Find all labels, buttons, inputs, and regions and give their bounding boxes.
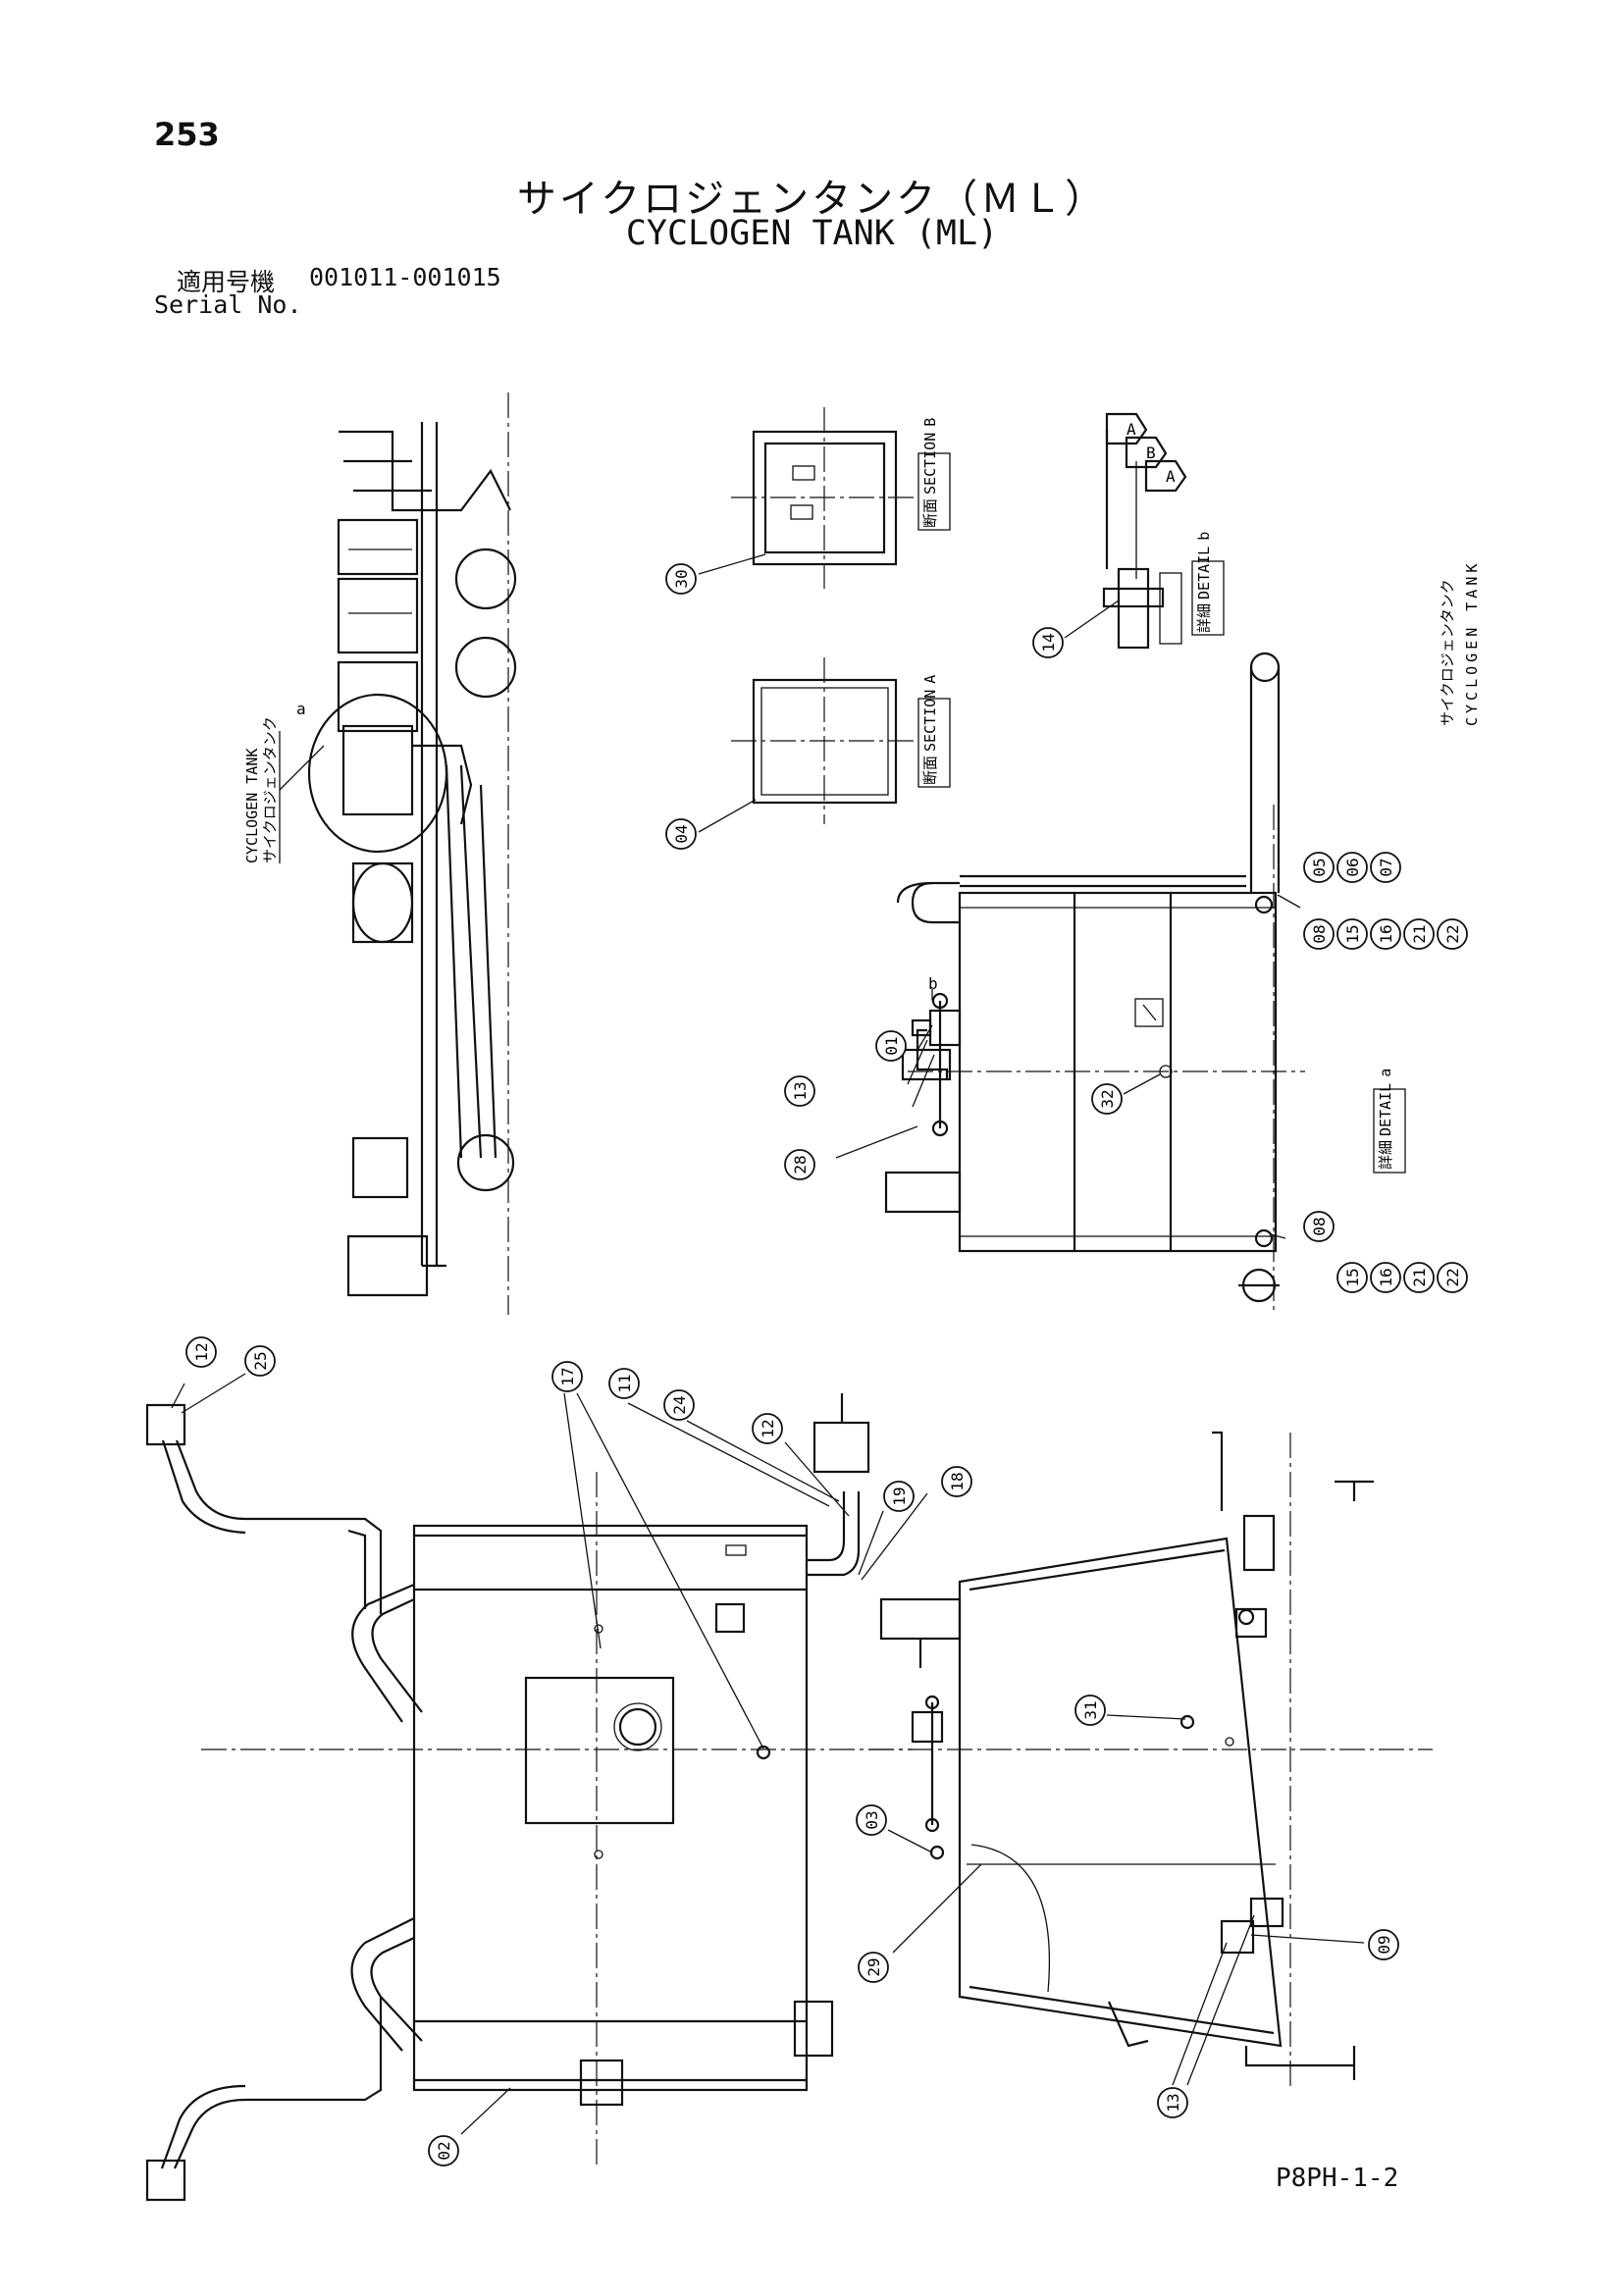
balloon-01: 01 [875,1030,907,1062]
balloon-02: 02 [428,2135,459,2166]
tank-front-view [868,1431,1433,2090]
svg-text:22: 22 [1443,1268,1462,1286]
serial-label-japanese: 適用号機 [177,268,276,296]
svg-text:09: 09 [1375,1935,1393,1954]
svg-text:31: 31 [1081,1700,1100,1719]
svg-text:22: 22 [1443,924,1462,943]
side-label-english: CYCLOGEN TANK [1463,560,1481,726]
balloon-32: 32 [1091,1083,1123,1115]
balloon-13-front: 13 [1157,2087,1188,2118]
svg-text:04: 04 [672,824,691,843]
balloon-06: 06 [1336,852,1368,883]
svg-text:19: 19 [890,1487,909,1505]
section-b-label: 断面SECTIONB [921,418,939,528]
svg-text:29: 29 [864,1957,883,1976]
detail-b-label: 詳細DETAILb [1195,532,1213,633]
balloon-08-top: 08 [1303,918,1335,950]
svg-text:28: 28 [791,1155,810,1174]
svg-text:07: 07 [1377,858,1395,876]
balloon-14: 14 [1032,627,1064,658]
tank-top-view [145,1373,928,2202]
tank-leader-b: b [928,974,938,993]
balloon-09: 09 [1368,1929,1399,1960]
svg-text:21: 21 [1410,1268,1429,1286]
balloon-19: 19 [883,1481,915,1512]
svg-text:13: 13 [791,1081,810,1100]
svg-text:11: 11 [615,1374,634,1392]
section-b-view: 断面SECTIONB [698,407,951,589]
balloon-21-bottom: 21 [1403,1262,1435,1293]
balloon-16-bottom: 16 [1370,1262,1401,1293]
section-a-label: 断面SECTIONA [921,675,939,785]
svg-text:16: 16 [1377,1268,1395,1286]
balloon-30: 30 [665,563,697,595]
balloon-22-bottom: 22 [1437,1262,1468,1293]
balloon-16-top: 16 [1370,918,1401,950]
svg-text:06: 06 [1343,858,1362,876]
detail-a-label: 詳細DETAILa [1377,1069,1394,1170]
side-label: サイクロジェンタンク CYCLOGEN TANK [1439,560,1481,726]
footer-drawing-code: P8PH-1-2 [1276,2164,1399,2193]
page-title-japanese: サイクロジェンタンク（ＭＬ） [516,177,1108,222]
svg-text:03: 03 [863,1810,881,1829]
balloon-13-side: 13 [784,1075,815,1107]
balloon-28: 28 [784,1149,815,1180]
overview-label-japanese: サイクロジェンタンク [261,716,279,863]
svg-text:02: 02 [435,2141,453,2160]
balloon-08-bottom: 08 [1303,1211,1335,1242]
svg-text:12: 12 [759,1419,777,1437]
section-arrow-b-label: B [1146,444,1156,462]
side-label-japanese: サイクロジェンタンク [1439,579,1456,726]
svg-text:12: 12 [192,1342,211,1361]
balloon-25: 25 [244,1345,276,1377]
overview-label-english: CYCLOGEN TANK [243,749,261,863]
balloon-21-top: 21 [1403,918,1435,950]
page-title-english: CYCLOGEN TANK (ML) [625,214,999,253]
serial-label-english: Serial No. [154,290,302,319]
svg-text:25: 25 [251,1351,270,1370]
balloon-18: 18 [941,1466,972,1497]
svg-text:18: 18 [948,1472,967,1490]
svg-text:13: 13 [1164,2093,1182,2112]
balloon-05: 05 [1303,852,1335,883]
section-arrow-a2-label: A [1166,467,1176,486]
svg-text:15: 15 [1343,924,1362,943]
balloon-31: 31 [1074,1695,1106,1726]
balloon-07: 07 [1370,852,1401,883]
svg-text:30: 30 [672,569,691,588]
svg-text:24: 24 [670,1395,689,1414]
svg-text:01: 01 [882,1036,901,1055]
svg-text:05: 05 [1310,858,1329,876]
section-arrow-a-label: A [1126,420,1136,439]
svg-text:14: 14 [1039,633,1058,652]
balloon-24: 24 [663,1389,695,1421]
balloon-29: 29 [858,1952,889,1983]
balloon-22-top: 22 [1437,918,1468,950]
page-number: 253 [154,116,220,153]
detail-b-view: A B A 詳細DETAILb [1064,412,1225,650]
tank-side-view: b 詳細DETAILa [835,652,1406,1315]
svg-text:32: 32 [1098,1089,1117,1108]
svg-text:08: 08 [1310,1217,1329,1235]
balloon-12-left: 12 [185,1336,217,1368]
balloon-15-bottom: 15 [1336,1262,1368,1293]
serial-number-range: 001011-001015 [309,263,501,291]
svg-text:21: 21 [1410,924,1429,943]
section-a-view: 断面SECTIONA [698,657,951,833]
svg-text:15: 15 [1343,1268,1362,1286]
overview-leader-a: a [296,700,306,718]
machine-overview: CYCLOGEN TANK サイクロジェンタンク a [243,392,517,1315]
balloon-17: 17 [551,1361,583,1392]
balloon-11: 11 [608,1368,640,1399]
part-number-balloons: 30 04 14 05 06 07 08 15 16 21 22 01 13 2… [185,563,1468,2166]
svg-text:08: 08 [1310,924,1329,943]
balloon-03: 03 [856,1804,887,1836]
balloon-12-right: 12 [752,1413,783,1444]
balloon-04: 04 [665,818,697,850]
balloon-15-top: 15 [1336,918,1368,950]
svg-text:16: 16 [1377,924,1395,943]
svg-text:17: 17 [558,1367,577,1385]
